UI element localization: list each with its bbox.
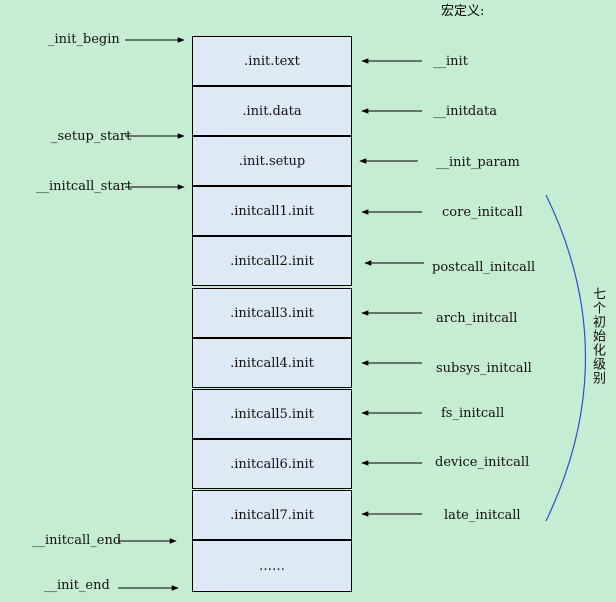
label-init-end: __init_end xyxy=(44,578,110,593)
macro-late-initcall: late_initcall xyxy=(444,508,521,523)
label-setup-start: _setup_start xyxy=(51,129,132,144)
section-initcall3: .initcall3.init xyxy=(192,288,352,338)
section-initcall6: .initcall6.init xyxy=(192,439,352,489)
section-initcall7: .initcall7.init xyxy=(192,490,352,540)
label-init-begin: _init_begin xyxy=(48,32,120,47)
brace-curve xyxy=(545,194,586,522)
section-init-setup: .init.setup xyxy=(192,136,352,186)
section-ellipsis: …… xyxy=(192,540,352,592)
macro-arch-initcall: arch_initcall xyxy=(436,311,518,326)
macro-core-initcall: core_initcall xyxy=(442,205,523,220)
macro-fs-initcall: fs_initcall xyxy=(441,406,505,421)
macro-init-param: __init_param xyxy=(436,155,520,170)
macro-init: __init xyxy=(433,54,468,69)
section-init-text: .init.text xyxy=(192,36,352,86)
macro-initdata: __initdata xyxy=(433,104,497,119)
seven-init-levels-note: 七个初始化级别 xyxy=(590,287,605,385)
label-initcall-end: __initcall_end xyxy=(32,533,122,548)
section-initcall5: .initcall5.init xyxy=(192,389,352,439)
section-init-data: .init.data xyxy=(192,86,352,136)
section-initcall2: .initcall2.init xyxy=(192,236,352,286)
label-initcall-start: __initcall_start xyxy=(36,179,132,194)
macro-header: 宏定义: xyxy=(441,4,485,19)
section-initcall1: .initcall1.init xyxy=(192,186,352,236)
macro-device-initcall: device_initcall xyxy=(435,455,530,470)
section-initcall4: .initcall4.init xyxy=(192,338,352,388)
macro-subsys-initcall: subsys_initcall xyxy=(436,361,532,376)
macro-postcall-initcall: postcall_initcall xyxy=(432,260,536,275)
